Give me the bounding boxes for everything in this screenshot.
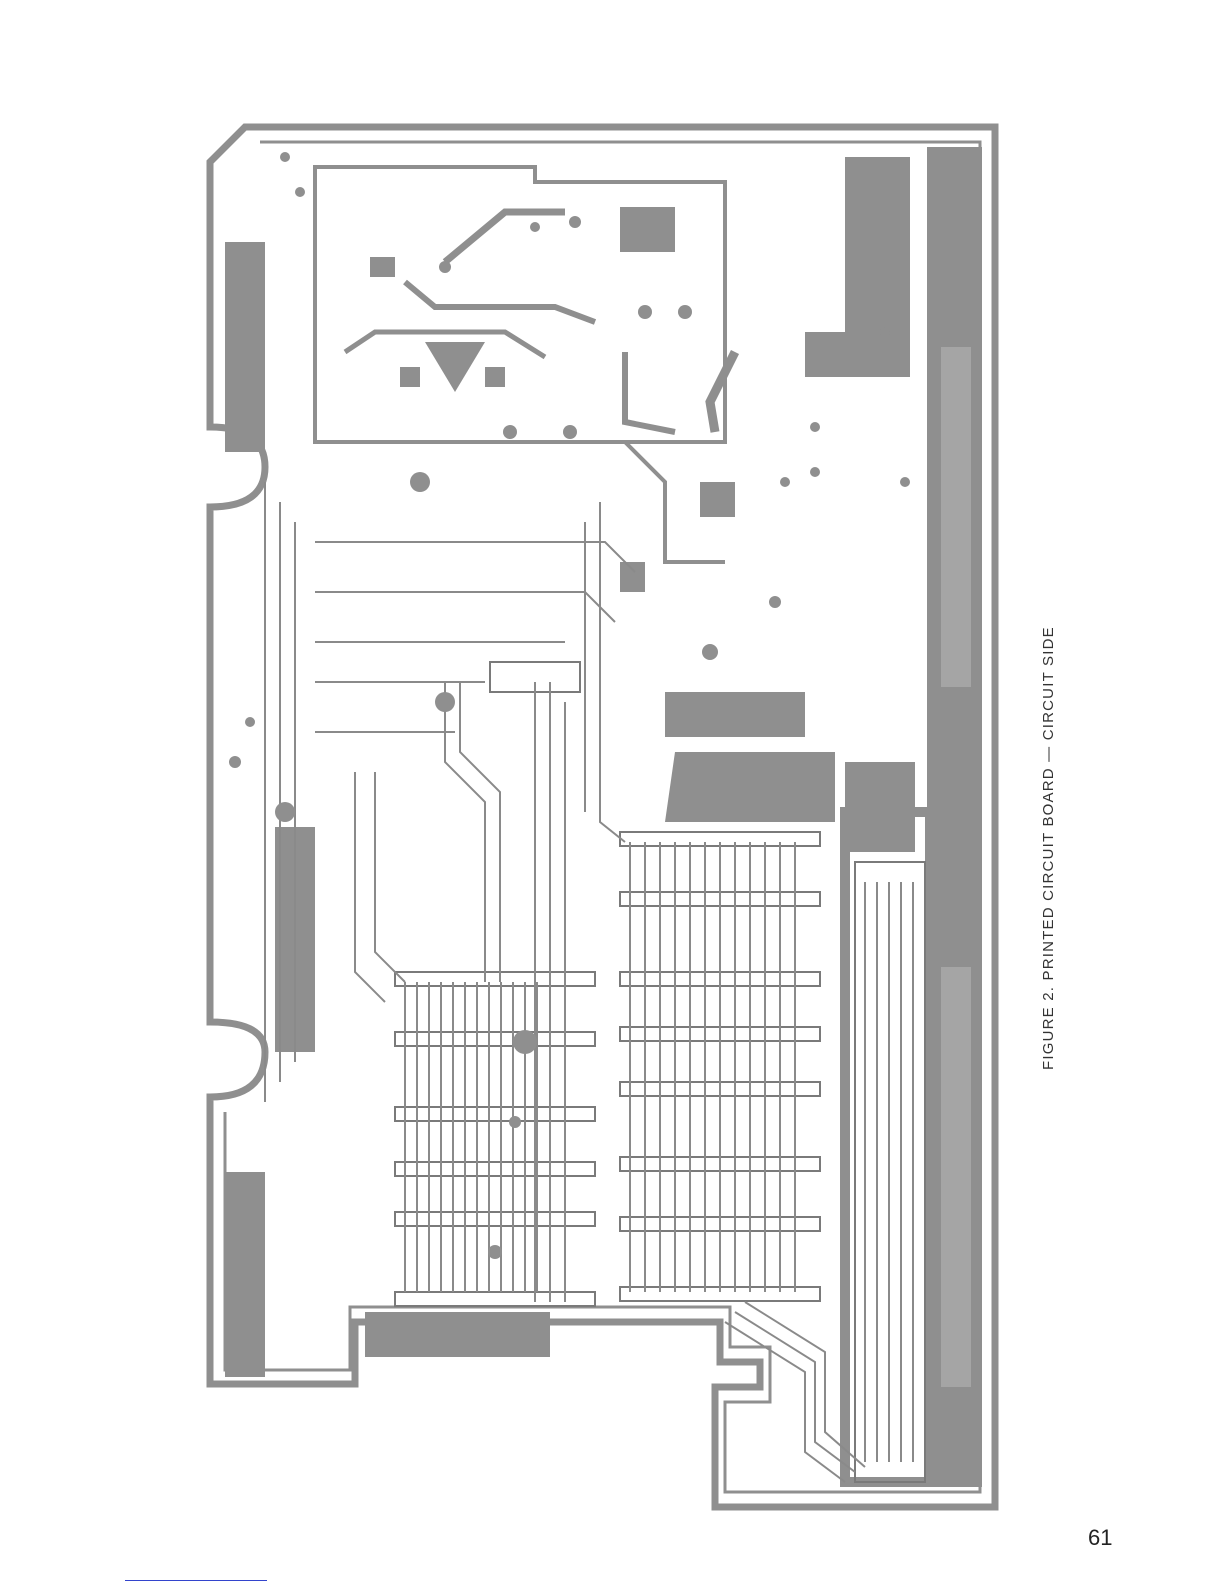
pcb-artwork-image [205, 122, 1000, 1512]
page-number: 61 [1088, 1525, 1112, 1551]
footnote-rule [125, 1580, 267, 1581]
figure-caption: FIGURE 2. PRINTED CIRCUIT BOARD — CIRCUI… [1040, 626, 1057, 1070]
